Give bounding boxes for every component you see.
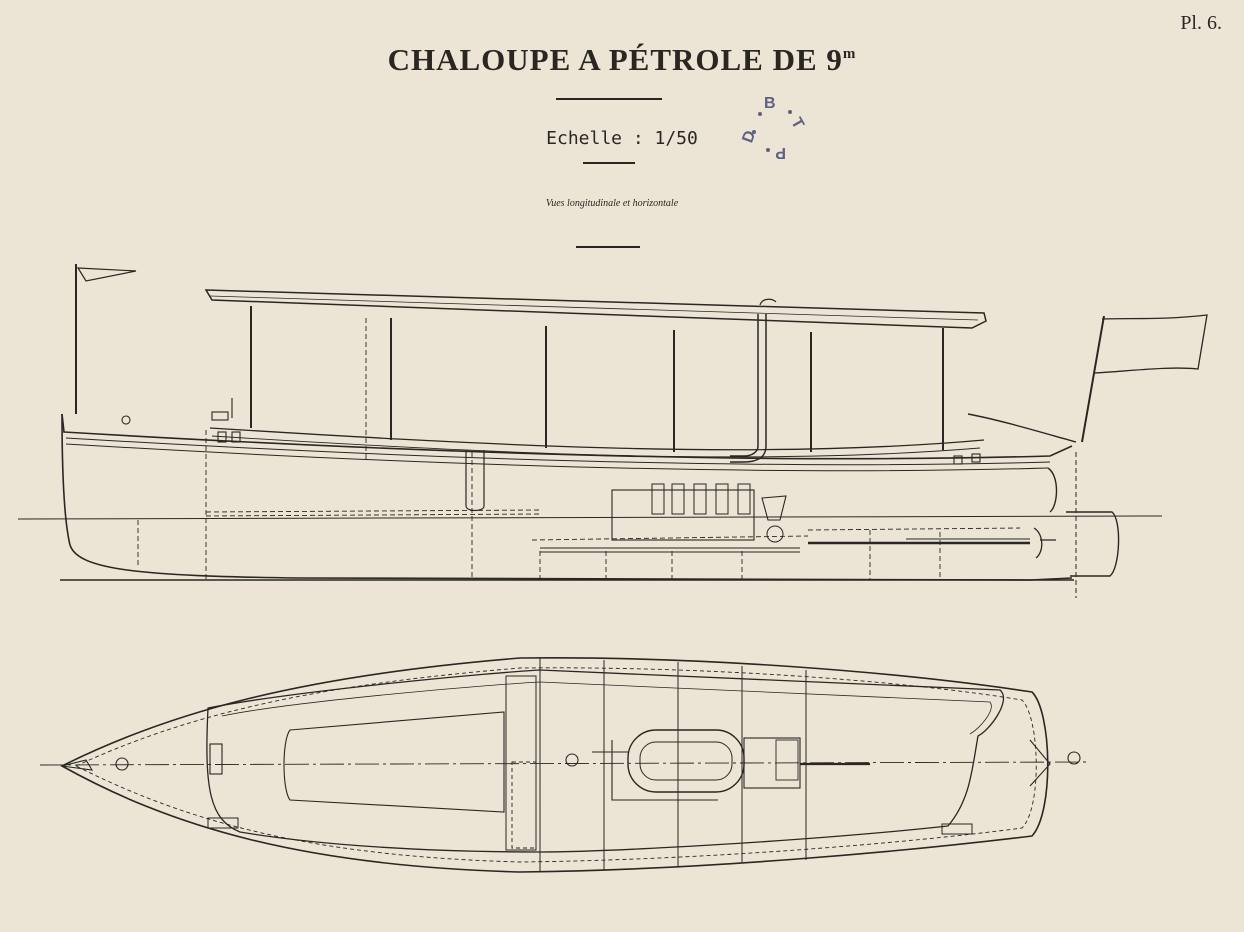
title-text: CHALOUPE A PÉTROLE DE 9 [387,42,843,77]
longitudinal-view [17,264,1208,598]
views-caption: Vues longitudinale et horizontale [545,198,679,209]
scale-underline [583,162,635,164]
scale-label: Echelle : 1/50 [546,128,698,149]
stamp-letter-b: B [764,95,776,112]
stamp-letter-p: P [775,144,786,161]
title-underline [556,98,662,100]
plan-view [39,657,1087,873]
title-unit: m [842,46,857,62]
library-stamp: B T P D [739,95,807,161]
plate-number: Pl. 6. [1180,12,1222,34]
caption-underline [576,246,640,248]
page-title: CHALOUPE A PÉTROLE DE 9m [0,42,1244,78]
